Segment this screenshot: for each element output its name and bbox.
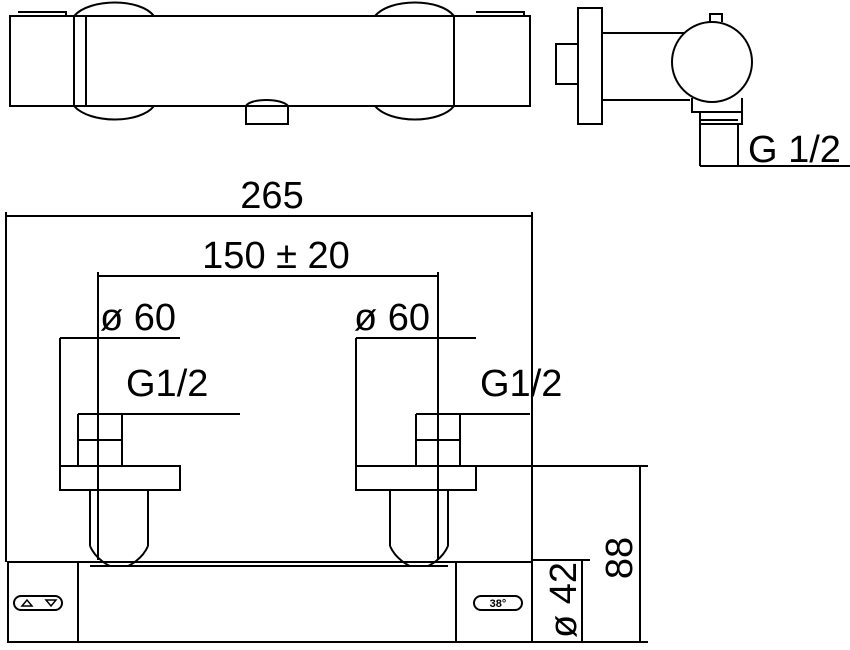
side-view bbox=[555, 7, 850, 167]
top-view bbox=[9, 1, 531, 125]
right-thread-label: G1/2 bbox=[480, 363, 562, 405]
temperature-arrows-icon bbox=[20, 598, 58, 608]
center-distance-label: 150 ± 20 bbox=[202, 235, 350, 277]
temperature-marking-label: 38° bbox=[490, 598, 507, 610]
body-height-label: 88 bbox=[599, 537, 641, 579]
overall-width-label: 265 bbox=[240, 175, 303, 217]
front-view bbox=[5, 212, 648, 643]
left-flange-diameter-label: ø 60 bbox=[100, 297, 176, 339]
left-thread-label: G1/2 bbox=[126, 363, 208, 405]
outlet-thread-label: G 1/2 bbox=[748, 129, 841, 171]
body-diameter-label: ø 42 bbox=[543, 562, 585, 638]
right-flange-diameter-label: ø 60 bbox=[354, 297, 430, 339]
